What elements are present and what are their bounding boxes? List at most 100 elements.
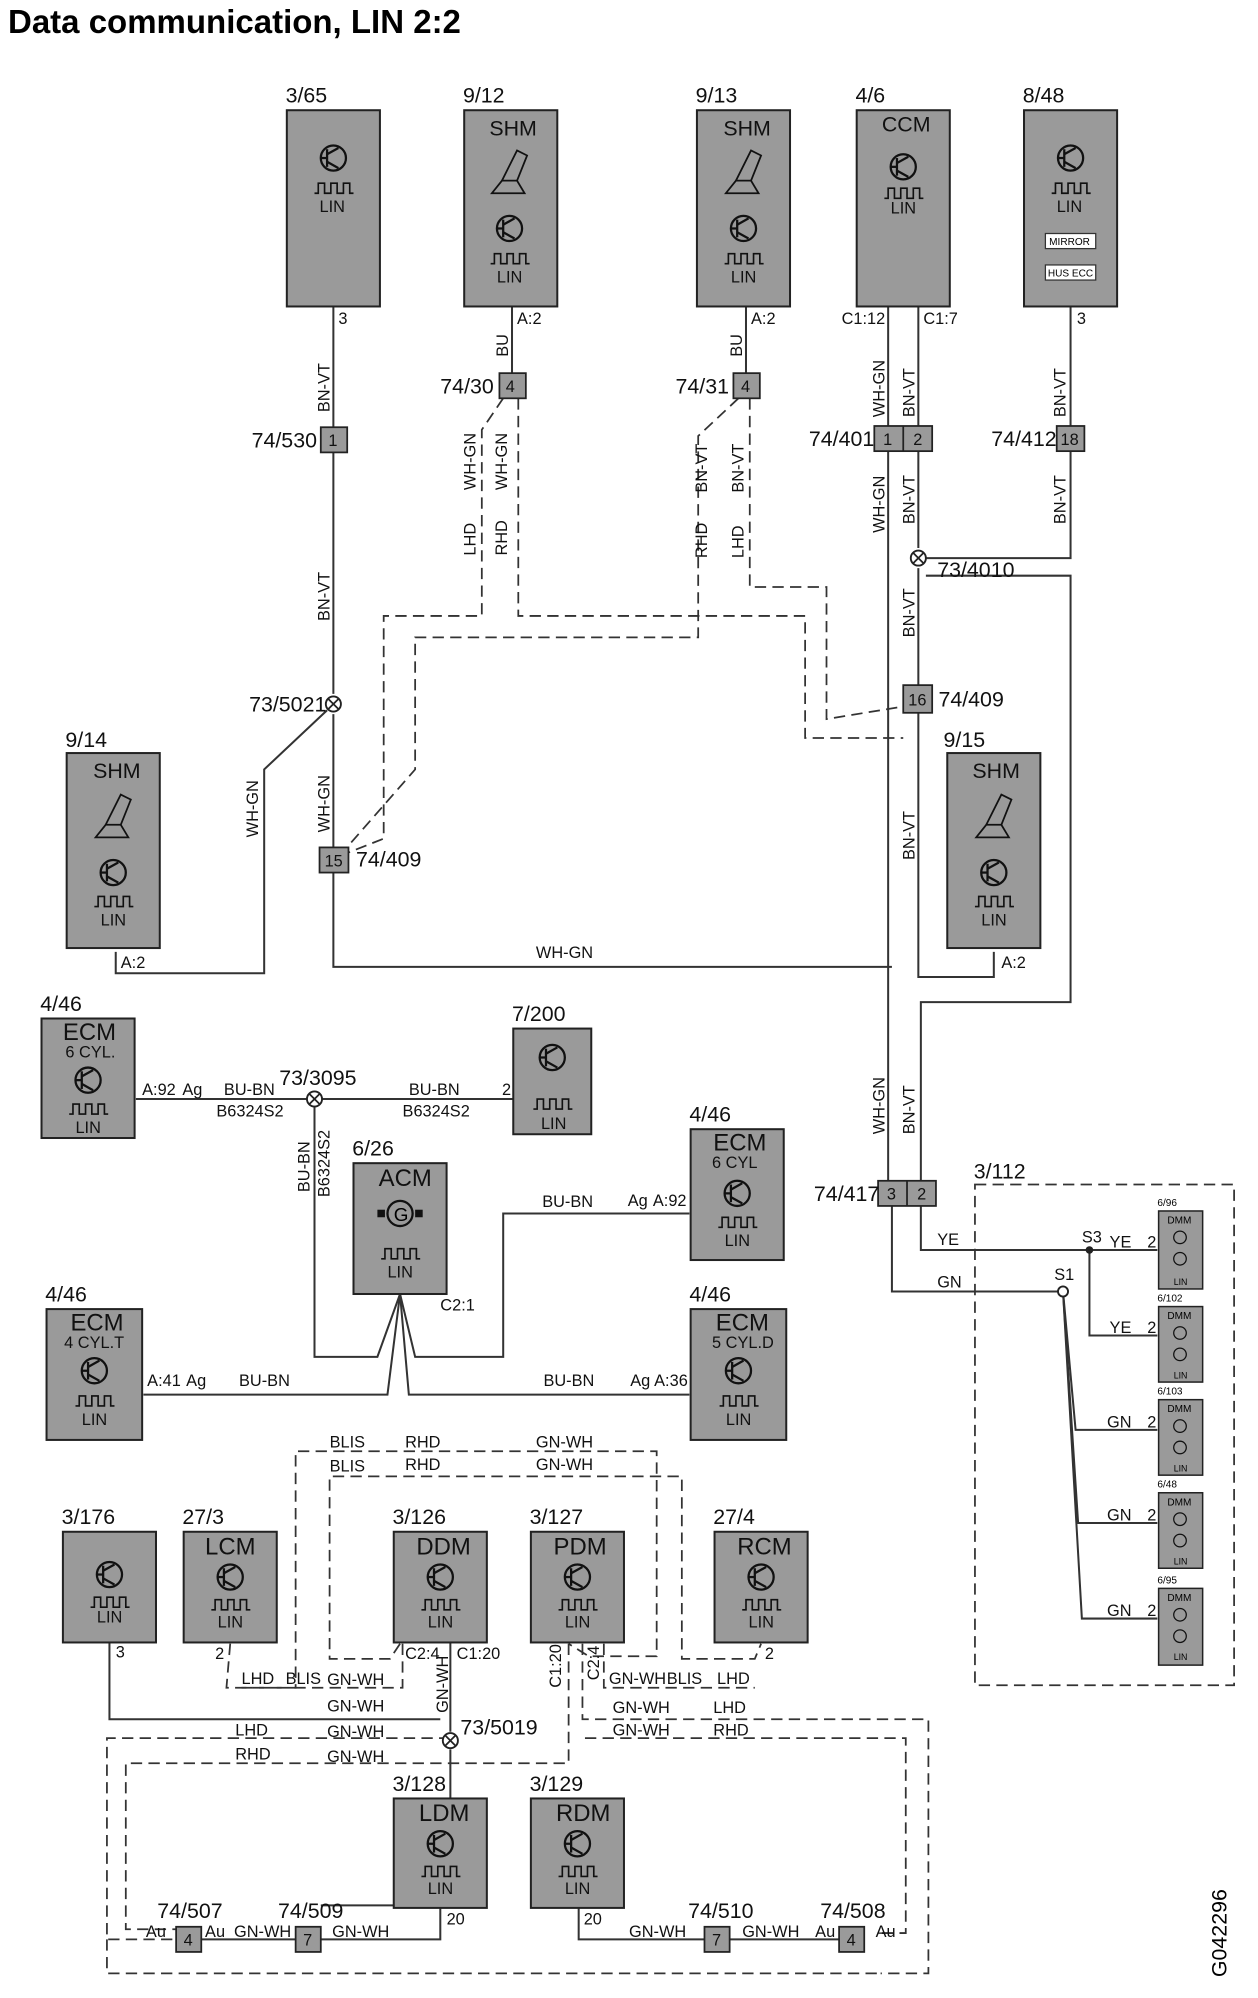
module-name: RDM [556,1800,610,1827]
dmm-bus: LIN [1174,1652,1188,1662]
module-ref: 3/126 [392,1505,446,1529]
module-ref: 27/3 [182,1505,224,1529]
bus-label: LIN [75,1119,100,1137]
bus-label: LIN [981,911,1006,929]
wire-label: BU-BN [295,1141,313,1192]
wire-label: YE [937,1231,959,1249]
wire-label: GN-WH [536,1456,593,1474]
wire-label: BU-BN [543,1372,594,1390]
bus-label: LIN [320,198,345,216]
wire-label: BLIS [330,1457,366,1475]
bus-label: LIN [541,1115,566,1133]
connector-74-401-label: 74/401 [809,427,874,451]
dmm-pin: 2 [1147,1319,1156,1337]
module-ref: 4/46 [689,1283,731,1307]
wire-label: Au [146,1923,166,1941]
module-3-126-ddm: 3/126 DDM LIN C2:4 C1:20 [392,1505,500,1663]
pin-label-2: C2:4 [585,1646,603,1681]
module-6-26-acm: 6/26 ACM G LIN C2:1 [352,1137,475,1315]
pin-label: 2 [502,1081,511,1099]
wire-label: BLIS [330,1433,366,1451]
connector-74-409-upper-pin: 16 [908,691,926,709]
splice-73-5019 [441,1732,459,1750]
connector-74-508 [838,1925,866,1953]
wire-label: BN-VT [693,444,711,493]
pin-label: 3 [116,1644,125,1662]
motor-icon [386,1199,414,1228]
pin-label-2: C1:20 [457,1645,501,1663]
connector-74-530 [319,426,349,454]
svg-text:G: G [394,1204,409,1225]
mirror-tag: MIRROR [1049,237,1090,248]
module-name: ECM [713,1130,766,1157]
dmm-group-3-112: 3/112 S3 S1 6/96 DMM LIN 2 YE 6/102 DMM … [974,1159,1235,1687]
module-sub: 6 CYL [712,1154,757,1172]
bus-label: LIN [1057,198,1082,216]
connector-74-530-pin: 1 [328,432,337,450]
wire-label: B6324S2 [216,1103,283,1121]
dmm-ref: 6/48 [1157,1480,1177,1491]
module-name: SHM [723,116,771,140]
wire-label: BN-VT [901,475,919,524]
bus-label: LIN [428,1613,453,1631]
pin-label: 3 [338,310,347,328]
module-3-128-ldm: 3/128 LDM LIN 20 [392,1772,488,1928]
connector-74-412-label: 74/412 [991,427,1056,451]
connector-74-31-pin: 4 [741,378,750,396]
pin-label: 20 [584,1910,602,1928]
module-ref: 8/48 [1023,84,1065,108]
wire-label: Ag [186,1372,206,1390]
bus-label: LIN [218,1613,243,1631]
pin-label: A:36 [654,1372,688,1390]
wire-label: BN-VT [1052,475,1070,524]
wire-label: LHD [729,525,747,558]
dmm-ref: 6/95 [1157,1575,1177,1586]
dmm-wire: GN [1107,1602,1132,1620]
wire-label: GN-WH [629,1923,686,1941]
splice-73-3095-label: 73/3095 [279,1066,356,1090]
connector-74-509 [294,1925,322,1953]
wire-label: GN-WH [327,1748,384,1766]
wire-label: GN-WH [234,1923,291,1941]
wires-solid [108,306,1158,1941]
connector-74-30 [498,372,527,400]
module-27-3-lcm: 27/3 LCM LIN 2 [182,1505,278,1663]
wire-label: Ag [628,1192,648,1210]
splice-73-5021 [324,695,342,713]
drawing-id: G042296 [1208,1889,1232,1977]
connector-74-507 [175,1925,203,1953]
module-name: CCM [882,113,931,137]
connector-74-509-pin: 7 [303,1932,312,1950]
wire-label: WH-GN [870,360,888,417]
splice-73-4010 [909,549,927,567]
wire-label: GN-WH [613,1722,670,1740]
pin-label-2: C1:7 [923,310,958,328]
pin-label: C2:1 [440,1296,475,1314]
connector-74-30-pin: 4 [506,378,515,396]
wire-label: BU [494,334,512,357]
wire-label: RHD [235,1745,271,1763]
module-sub: 4 CYL.T [64,1334,124,1352]
dmm-bus: LIN [1174,1370,1188,1380]
connector-74-412 [1055,425,1086,453]
dmm-name: DMM [1167,1593,1191,1604]
wire-label: BN-VT [901,368,919,417]
dmm-bus: LIN [1174,1556,1188,1566]
wire-label: BU-BN [542,1193,593,1211]
bus-label: LIN [749,1613,774,1631]
wire-label: BU-BN [224,1081,275,1099]
wire-label: GN-WH [327,1723,384,1741]
dmm-6-95: 6/95 DMM LIN 2 GN [1107,1575,1204,1666]
module-name: ECM [63,1019,116,1046]
wire-label: BLIS [667,1670,703,1688]
connector-74-30-label: 74/30 [440,374,494,398]
wire-label: BU-BN [409,1081,460,1099]
wire-label: Au [815,1923,835,1941]
wire-label: GN-WH [327,1698,384,1716]
wire-label: LHD [235,1722,268,1740]
dmm-wire: GN [1107,1506,1132,1524]
dmm-ref: 6/96 [1157,1198,1177,1209]
bus-label: LIN [565,1880,590,1898]
pin-label: A:2 [1001,954,1026,972]
